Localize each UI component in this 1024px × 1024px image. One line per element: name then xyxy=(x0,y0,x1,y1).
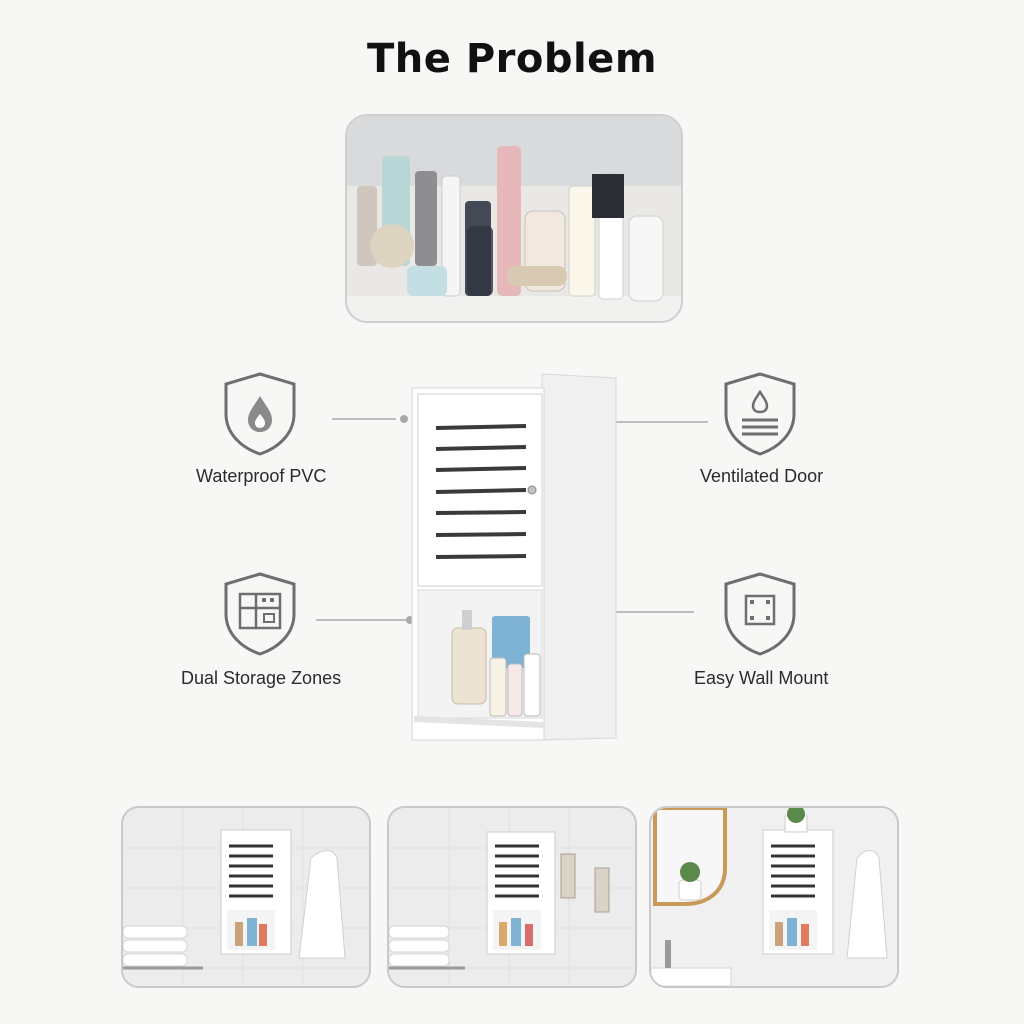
connector-line xyxy=(616,421,708,423)
feature-label-dual-storage: Dual Storage Zones xyxy=(181,668,342,688)
connector-dot xyxy=(406,616,414,624)
wall-mount-shield-icon xyxy=(724,572,796,656)
lifestyle-photo-sink-mirror xyxy=(649,806,899,988)
feature-label-waterproof: Waterproof PVC xyxy=(196,466,327,486)
connector-line xyxy=(316,619,406,621)
feature-label-wall-mount: Easy Wall Mount xyxy=(694,668,829,688)
cluttered-products-photo xyxy=(345,114,683,323)
connector-line xyxy=(614,611,694,613)
feature-label-ventilated: Ventilated Door xyxy=(700,466,824,486)
water-drop-shield-icon xyxy=(224,372,296,456)
lifestyle-photo-wall-decor xyxy=(387,806,637,988)
ventilation-shield-icon xyxy=(724,372,796,456)
lifestyle-photo-towel-shelf xyxy=(121,806,371,988)
connector-line xyxy=(332,418,396,420)
storage-layout-shield-icon xyxy=(224,572,296,656)
page-title: The Problem xyxy=(367,36,657,82)
bathroom-cabinet-image xyxy=(400,372,620,742)
connector-dot xyxy=(400,415,408,423)
